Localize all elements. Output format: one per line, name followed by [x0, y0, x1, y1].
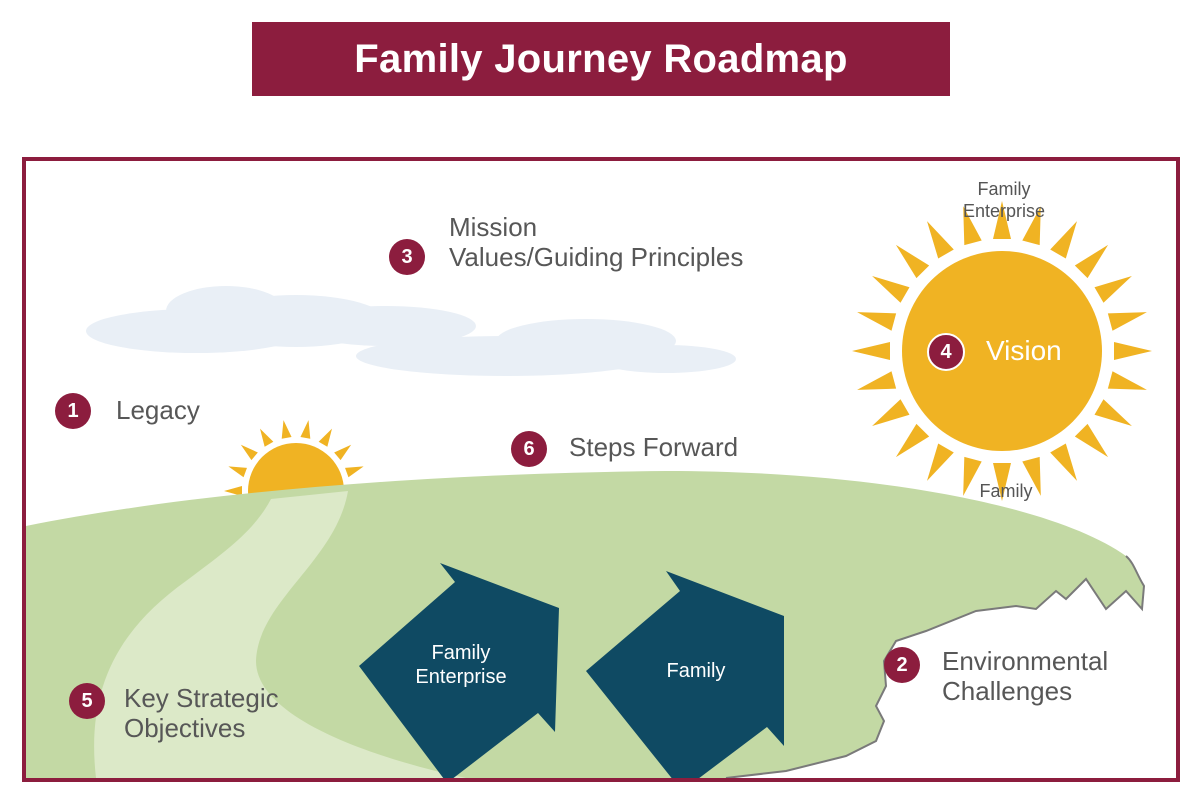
- sun-ray: [1107, 312, 1147, 331]
- sun-ray: [334, 444, 352, 461]
- page-title: Family Journey Roadmap: [354, 36, 848, 81]
- sun-ray: [345, 466, 364, 478]
- sun-ray: [963, 456, 982, 496]
- sun-ray: [872, 276, 910, 303]
- objectives-label: Key Strategic Objectives: [124, 683, 279, 744]
- sun-ray: [260, 428, 274, 447]
- vision-sun-icon: [852, 201, 1152, 501]
- mission-line1: Mission: [449, 212, 538, 242]
- sun-ray: [852, 342, 890, 360]
- sun-ray: [1094, 399, 1132, 426]
- sun-ray: [1094, 276, 1132, 303]
- objectives-line1: Key Strategic: [124, 683, 279, 713]
- sun-ray: [1114, 342, 1152, 360]
- sun-ray: [224, 486, 242, 496]
- family-enterprise-arrow-label: Family Enterprise: [396, 641, 526, 689]
- sun-top-line1: Family: [977, 179, 1031, 199]
- environmental-line1: Environmental: [942, 646, 1109, 676]
- sun-ray: [993, 463, 1011, 501]
- mission-line2: Values/Guiding Principles: [449, 241, 744, 272]
- steps-number-badge: 6: [511, 431, 547, 467]
- sun-bottom-label: Family: [979, 481, 1033, 501]
- mission-label: Mission Values/Guiding Principles: [449, 212, 744, 273]
- roadmap-illustration: [26, 201, 1152, 778]
- family-enterprise-arrow: [359, 563, 559, 778]
- mission-number-badge: 3: [389, 239, 425, 275]
- family-arrow: [586, 571, 784, 778]
- sun-ray: [281, 420, 292, 439]
- environmental-number-badge: 2: [884, 647, 920, 683]
- sun-ray: [872, 399, 910, 426]
- sun-ray: [1050, 443, 1077, 481]
- sun-ray: [1074, 423, 1109, 458]
- winding-path: [94, 491, 466, 778]
- sun-top-label: Family Enterprise: [934, 179, 1074, 222]
- sun-ray: [1074, 244, 1109, 279]
- arrow1-line1: Family: [431, 642, 491, 664]
- sun-ray: [895, 244, 930, 279]
- sun-ray: [927, 221, 954, 259]
- sun-ray: [963, 206, 982, 246]
- roadmap-frame: 1 Legacy 3 Mission Values/Guiding Princi…: [22, 157, 1180, 782]
- sun-ray: [300, 420, 311, 439]
- sun-ray: [228, 466, 247, 478]
- sun-ray: [857, 371, 897, 390]
- sun-ray: [1107, 371, 1147, 390]
- objectives-line2: Objectives: [124, 712, 246, 743]
- arrow1-line2: Enterprise: [415, 666, 507, 688]
- legacy-label: Legacy: [116, 395, 200, 425]
- sun-top-line2: Enterprise: [962, 200, 1046, 221]
- sun-ray: [240, 444, 258, 461]
- sun-ray: [318, 428, 332, 447]
- steps-forward-label: Steps Forward: [569, 432, 739, 462]
- vision-label: Vision: [986, 335, 1062, 366]
- sun-ray: [857, 312, 897, 331]
- sun-ray: [1022, 206, 1041, 246]
- sun-ray: [1022, 456, 1041, 496]
- vision-number-badge: 4: [927, 333, 965, 371]
- legacy-number-badge: 1: [55, 393, 91, 429]
- environmental-line2: Challenges: [942, 675, 1073, 706]
- cloud-shapes: [86, 286, 736, 376]
- title-banner: Family Journey Roadmap: [252, 22, 950, 96]
- environmental-label: Environmental Challenges: [942, 646, 1109, 707]
- sun-ray: [1050, 221, 1077, 259]
- objectives-number-badge: 5: [69, 683, 105, 719]
- sun-ray: [993, 201, 1011, 239]
- sun-ray: [895, 423, 930, 458]
- family-arrow-label: Family: [666, 660, 726, 682]
- sun-ray: [927, 443, 954, 481]
